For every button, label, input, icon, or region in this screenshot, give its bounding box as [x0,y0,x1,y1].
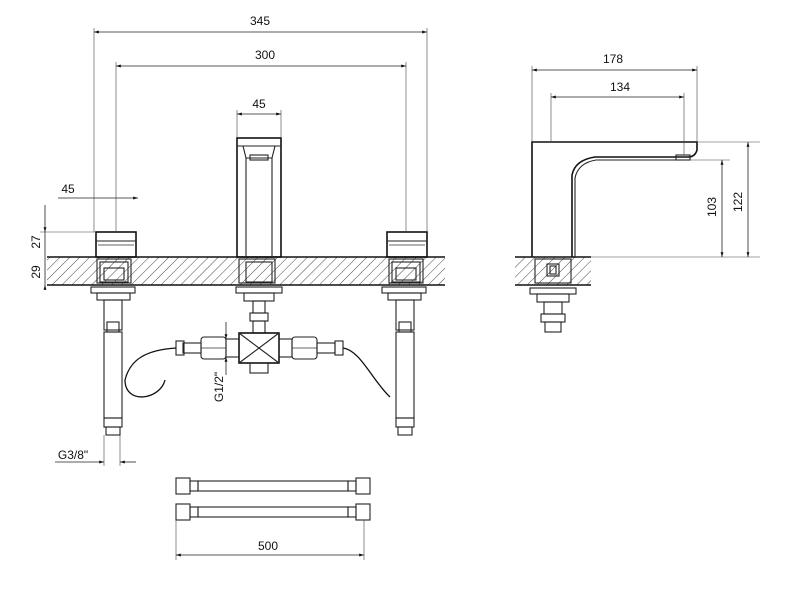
dim-handle-height: 27 [29,205,96,290]
side-spout-profile [531,141,698,257]
dim-handle-height-label: 27 [29,235,43,249]
cross-connector [175,332,344,374]
dim-depth-label: 178 [603,52,623,66]
hose-upper [175,477,371,495]
front-view: 345 300 45 45 27 [29,14,445,466]
dim-spout-reach-label: 134 [610,80,630,94]
right-braided-hose [395,331,415,436]
hose-thread-callout: G3/8" [55,435,136,466]
dim-spout-reach: 134 [550,80,685,155]
dim-depth: 178 [531,52,698,142]
inlet-thread-label: G1/2" [212,372,226,402]
dim-overall-width-label: 345 [250,14,270,28]
dim-deck-thickness: 29 [29,265,43,279]
dim-total-height-label: 122 [731,192,745,212]
left-braided-hose [103,331,123,436]
hose-lower [175,503,371,521]
dim-handle-width-label: 45 [61,182,75,196]
dim-handle-spacing: 300 [115,48,407,232]
right-handle [381,231,428,333]
side-view: 178 134 103 122 [515,52,760,333]
inlet-thread-callout: G1/2" [212,322,228,402]
dim-hose-length-label: 500 [258,539,278,553]
dim-spout-height-label: 103 [705,197,719,217]
dim-handle-width: 45 [58,182,138,200]
dim-deck-thickness-label: 29 [29,265,43,279]
dim-overall-width: 345 [93,14,428,232]
side-deck-section [515,256,591,286]
dim-spout-width-label: 45 [252,97,266,111]
left-flex-pipe-loop [124,379,166,398]
dim-total-height: 122 [697,141,760,257]
dim-hose-length: 500 [175,520,365,560]
central-spout [235,137,283,334]
dim-spout-height: 103 [591,159,760,258]
hose-thread-label: G3/8" [58,448,88,462]
spare-hoses: 500 [175,477,371,560]
dim-spout-width: 45 [236,97,282,138]
dim-handle-spacing-label: 300 [255,48,275,62]
side-fittings [529,263,577,333]
right-flex-pipe [342,347,391,398]
left-flex-pipe [124,347,177,381]
